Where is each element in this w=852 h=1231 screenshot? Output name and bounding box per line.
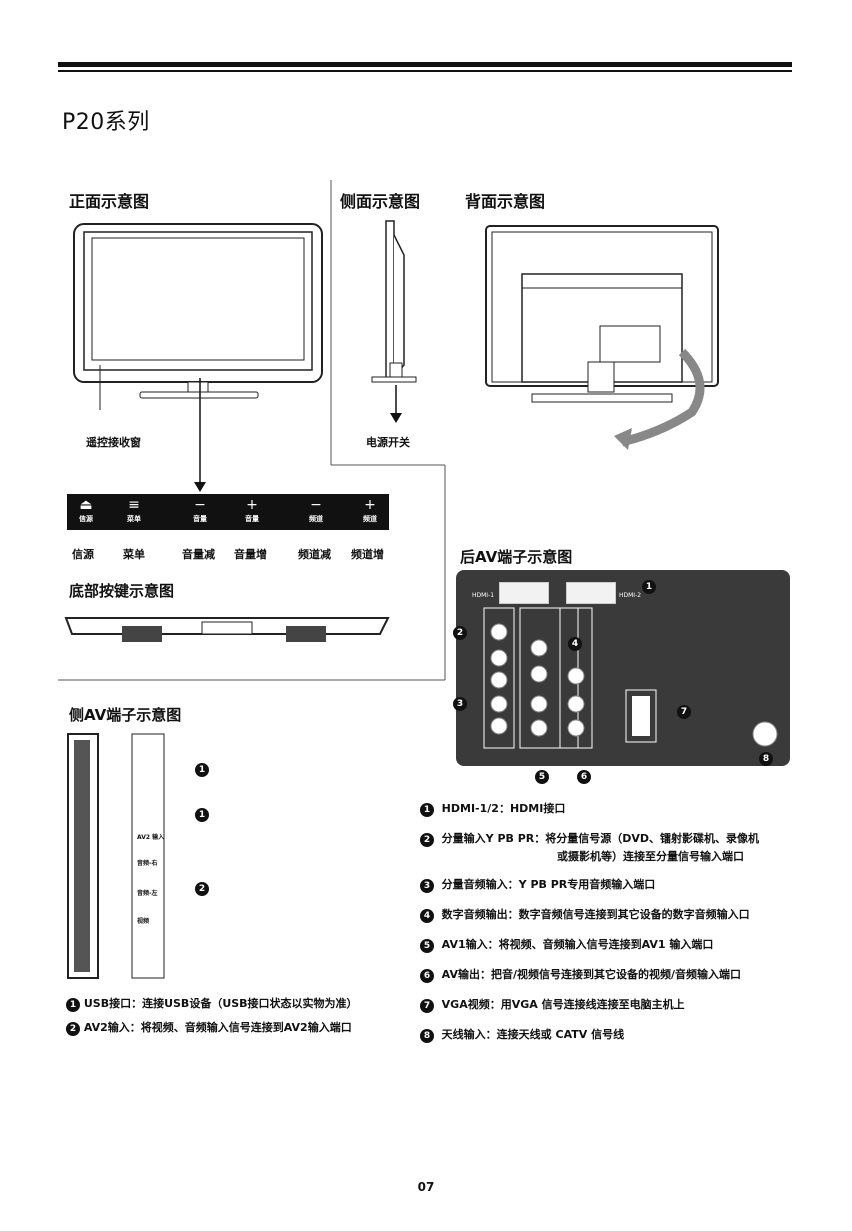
bottom-keys-title: 底部按键示意图	[69, 582, 175, 600]
side-view-title: 侧面示意图	[340, 192, 421, 211]
rear-note-7: 7 VGA视频：用VGA 信号连接线连接至电脑主机上	[420, 996, 685, 1013]
rear-note-4: 4 数字音频输出：数字音频信号连接到其它设备的数字音频输入口	[420, 906, 750, 923]
av2-label: AV2 输入	[137, 834, 165, 841]
video-label: 视频	[137, 918, 150, 925]
channel-down-button[interactable]: −频道	[301, 494, 331, 530]
hdmi1-label: HDMI-1	[472, 592, 495, 599]
rear-callout-2: 2	[453, 626, 467, 640]
rear-note-2: 2 分量输入Y PB PR：将分量信号源（DVD、镭射影碟机、录像机	[420, 830, 759, 847]
button-label-source: 信源	[72, 548, 94, 561]
rear-callout-3: 3	[453, 697, 467, 711]
front-tv-illustration	[73, 223, 323, 410]
rear-panel-ports	[483, 607, 778, 749]
rear-callout-8: 8	[759, 752, 773, 766]
stand-arrow	[194, 378, 206, 492]
series-title: P20系列	[62, 110, 150, 135]
side-note-2: 2 AV2输入：将视频、音频输入信号连接到AV2输入端口	[66, 1019, 352, 1036]
volume-down-button[interactable]: −音量	[185, 494, 215, 530]
front-view-title: 正面示意图	[69, 192, 150, 211]
menu-icon: ≡	[128, 497, 140, 513]
hdmi2-label: HDMI-2	[619, 592, 642, 599]
side-callout-1a: 1	[195, 763, 209, 777]
rear-note-6: 6 AV输出：把音/视频信号连接到其它设备的视频/音频输入端口	[420, 966, 741, 983]
volume-up-button[interactable]: +音量	[237, 494, 267, 530]
button-label-ch-up: 频道增	[351, 548, 384, 561]
side-av-illustration	[67, 733, 165, 979]
source-button[interactable]: ⏏信源	[71, 494, 101, 530]
button-label-vol-down: 音量减	[182, 548, 215, 561]
bottom-button-bar: ⏏信源 ≡菜单 −音量 +音量 −频道 +频道	[67, 494, 389, 530]
audio-r-label: 音频-右	[137, 860, 158, 867]
rear-note-2-cont: 或摄影机等）连接至分量信号输入端口	[557, 850, 744, 863]
side-tv-illustration	[371, 220, 417, 423]
audio-l-label: 音频-左	[137, 890, 158, 897]
hdmi1-port	[499, 582, 549, 604]
button-label-ch-down: 频道减	[298, 548, 331, 561]
rear-note-3: 3 分量音频输入：Y PB PR专用音频输入端口	[420, 876, 655, 893]
rear-callout-7: 7	[677, 705, 691, 719]
rear-note-8: 8 天线输入：连接天线或 CATV 信号线	[420, 1026, 624, 1043]
remote-receiver-label: 遥控接收窗	[86, 436, 141, 449]
rear-av-title: 后AV端子示意图	[460, 548, 573, 566]
hdmi2-port	[566, 582, 616, 604]
top-rule-thin	[58, 70, 792, 72]
plus-icon: +	[364, 497, 376, 513]
page-number: 07	[417, 1180, 435, 1194]
rear-callout-1: 1	[642, 580, 656, 594]
back-tv-illustration	[485, 225, 719, 450]
side-av-title: 侧AV端子示意图	[69, 706, 182, 724]
minus-icon: −	[310, 497, 322, 513]
side-note-1: 1 USB接口：连接USB设备（USB接口状态以实物为准）	[66, 995, 358, 1012]
button-label-menu: 菜单	[123, 548, 145, 561]
rear-callout-6: 6	[577, 770, 591, 784]
channel-up-button[interactable]: +频道	[355, 494, 385, 530]
rear-callout-4: 4	[568, 637, 582, 651]
back-view-title: 背面示意图	[465, 192, 546, 211]
side-callout-1b: 1	[195, 808, 209, 822]
menu-button[interactable]: ≡菜单	[119, 494, 149, 530]
side-callout-2: 2	[195, 882, 209, 896]
bottom-profile-illustration	[64, 617, 390, 642]
rear-callout-5: 5	[535, 770, 549, 784]
top-rule-thick	[58, 62, 792, 67]
rear-note-1: 1 HDMI-1/2：HDMI接口	[420, 800, 565, 817]
power-switch-label: 电源开关	[366, 436, 410, 449]
rear-note-5: 5 AV1输入：将视频、音频输入信号连接到AV1 输入端口	[420, 936, 713, 953]
button-label-vol-up: 音量增	[234, 548, 267, 561]
plus-icon: +	[246, 497, 258, 513]
source-icon: ⏏	[79, 497, 93, 513]
minus-icon: −	[194, 497, 206, 513]
